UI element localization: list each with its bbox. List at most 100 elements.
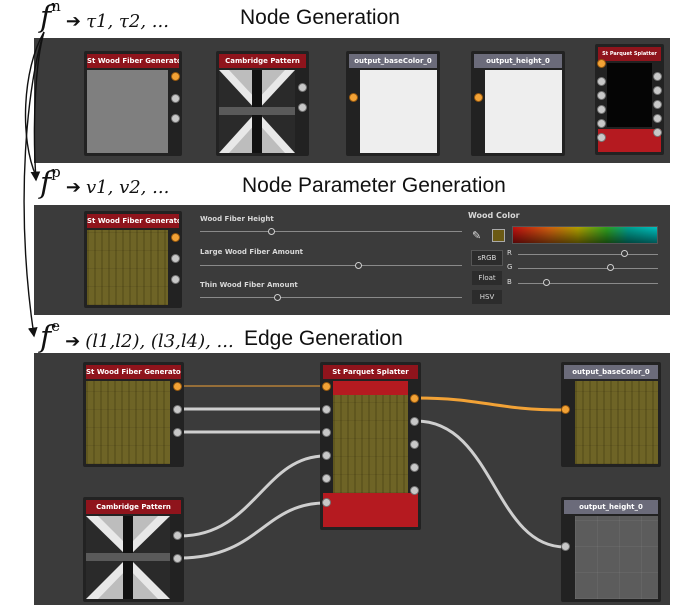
input-port[interactable] xyxy=(474,93,483,102)
node-output-basecolor[interactable]: output_baseColor_0 xyxy=(346,51,440,156)
slider-channel-r[interactable] xyxy=(518,254,658,255)
mode-button-srgb[interactable]: sRGB xyxy=(471,250,503,266)
slider-channel-g[interactable] xyxy=(518,268,658,269)
input-port[interactable] xyxy=(561,542,570,551)
output-port[interactable] xyxy=(410,394,419,403)
node-wood-fiber-generator[interactable]: St Wood Fiber Generator xyxy=(84,211,182,308)
input-port[interactable] xyxy=(322,382,331,391)
slider-knob[interactable] xyxy=(274,294,281,301)
output-port[interactable] xyxy=(410,440,419,449)
output-port[interactable] xyxy=(653,128,662,137)
node-cambridge-pattern[interactable]: Cambridge Pattern xyxy=(216,51,309,156)
input-port[interactable] xyxy=(322,498,331,507)
input-port[interactable] xyxy=(561,405,570,414)
section-title-edge-generation: Edge Generation xyxy=(244,327,403,350)
slider-knob[interactable] xyxy=(268,228,275,235)
input-port[interactable] xyxy=(322,474,331,483)
arrow-icon: ➔ xyxy=(65,177,81,198)
output-port[interactable] xyxy=(410,463,419,472)
formula-superscript: p xyxy=(51,163,61,181)
formula-symbol: f xyxy=(40,166,52,201)
output-port[interactable] xyxy=(298,83,307,92)
connections xyxy=(179,385,566,560)
slider-knob[interactable] xyxy=(607,264,614,271)
branch-arrows xyxy=(23,31,45,338)
slider-knob[interactable] xyxy=(543,279,550,286)
input-port[interactable] xyxy=(322,405,331,414)
node-preview xyxy=(87,70,168,153)
slider-thin-wood-fiber-amount[interactable] xyxy=(200,297,462,298)
input-port[interactable] xyxy=(597,105,606,114)
input-port[interactable] xyxy=(597,91,606,100)
input-port[interactable] xyxy=(322,428,331,437)
input-port[interactable] xyxy=(597,77,606,86)
output-port[interactable] xyxy=(171,114,180,123)
node-preview xyxy=(575,381,658,464)
node-preview xyxy=(219,70,295,153)
input-port[interactable] xyxy=(349,93,358,102)
output-port[interactable] xyxy=(653,86,662,95)
output-port[interactable] xyxy=(410,486,419,495)
node-preview xyxy=(87,230,168,305)
cambridge-pattern-preview xyxy=(86,516,170,599)
output-port[interactable] xyxy=(173,531,182,540)
formula-symbol: f xyxy=(40,320,52,355)
node-preview xyxy=(607,63,652,127)
cambridge-pattern-preview xyxy=(219,70,295,153)
output-port[interactable] xyxy=(173,428,182,437)
node-wood-fiber-generator[interactable]: St Wood Fiber Generator xyxy=(83,362,184,467)
node-output-height[interactable]: output_height_0 xyxy=(471,51,565,156)
edge-grey xyxy=(415,419,566,549)
output-port[interactable] xyxy=(653,100,662,109)
arrow-icon: ➔ xyxy=(65,331,81,352)
output-port[interactable] xyxy=(171,275,180,284)
node-parquet-splatter[interactable]: St Parquet Splatter xyxy=(595,44,664,155)
node-cambridge-pattern[interactable]: Cambridge Pattern xyxy=(83,497,184,602)
edge-grey xyxy=(179,454,326,538)
color-spectrum[interactable] xyxy=(512,226,658,244)
output-port[interactable] xyxy=(171,254,180,263)
node-title: Cambridge Pattern xyxy=(219,54,306,68)
channel-label-b: B xyxy=(507,278,512,286)
output-port[interactable] xyxy=(173,405,182,414)
node-title: St Parquet Splatter xyxy=(598,47,661,61)
output-port[interactable] xyxy=(171,233,180,242)
output-port[interactable] xyxy=(653,72,662,81)
input-port[interactable] xyxy=(597,59,606,68)
eyedropper-icon[interactable]: ✎ xyxy=(472,229,482,242)
input-port[interactable] xyxy=(597,119,606,128)
node-output-height[interactable]: output_height_0 xyxy=(561,497,661,602)
mode-button-hsv[interactable]: HSV xyxy=(471,289,503,305)
slider-knob[interactable] xyxy=(355,262,362,269)
input-port[interactable] xyxy=(322,451,331,460)
node-preview xyxy=(333,395,408,493)
output-port[interactable] xyxy=(171,94,180,103)
param-label-wood-fiber-height: Wood Fiber Height xyxy=(200,215,274,223)
output-port[interactable] xyxy=(173,382,182,391)
mode-button-float[interactable]: Float xyxy=(471,270,503,286)
output-port[interactable] xyxy=(653,114,662,123)
node-preview xyxy=(485,70,562,153)
edge-grey xyxy=(179,501,326,560)
slider-knob[interactable] xyxy=(621,250,628,257)
node-preview xyxy=(86,516,170,599)
section-title-param-generation: Node Parameter Generation xyxy=(242,174,506,197)
node-title: output_baseColor_0 xyxy=(564,365,658,379)
slider-channel-b[interactable] xyxy=(518,283,658,284)
slider-wood-fiber-height[interactable] xyxy=(200,231,462,232)
input-port[interactable] xyxy=(597,133,606,142)
node-wood-fiber-generator[interactable]: St Wood Fiber Generator xyxy=(84,51,182,156)
output-port[interactable] xyxy=(298,103,307,112)
node-generation-panel: St Wood Fiber Generator Cambridge Patter… xyxy=(34,38,670,163)
param-label-wood-color: Wood Color xyxy=(468,211,520,220)
node-parquet-splatter[interactable]: St Parquet Splatter xyxy=(320,362,421,530)
node-output-basecolor[interactable]: output_baseColor_0 xyxy=(561,362,661,467)
color-swatch[interactable] xyxy=(492,229,505,242)
param-label-large-wood-fiber-amount: Large Wood Fiber Amount xyxy=(200,248,304,256)
output-port[interactable] xyxy=(171,72,180,81)
output-port[interactable] xyxy=(410,417,419,426)
output-port[interactable] xyxy=(173,554,182,563)
node-title: St Parquet Splatter xyxy=(323,365,418,379)
node-title: St Wood Fiber Generator xyxy=(86,365,181,379)
slider-large-wood-fiber-amount[interactable] xyxy=(200,265,462,266)
